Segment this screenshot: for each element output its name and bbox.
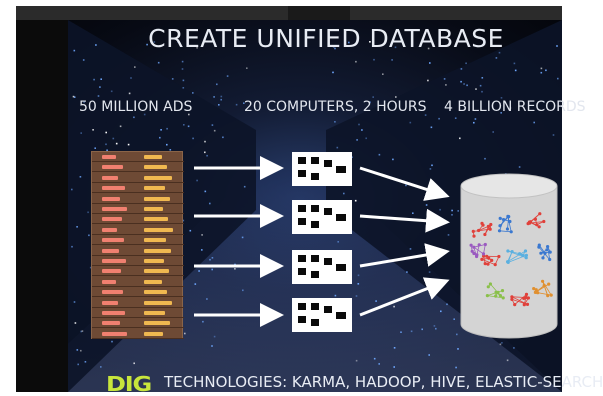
graph-node — [487, 257, 490, 260]
screenshot-frame: CREATE UNIFIED DATABASE 50 MILLION ADS 2… — [0, 0, 571, 395]
computer-icon — [292, 298, 352, 332]
graph-node — [535, 223, 538, 226]
arrow-icon — [360, 282, 444, 315]
arrow-icon — [360, 168, 444, 195]
graph-node — [484, 243, 487, 246]
graph-node — [496, 291, 499, 294]
graph-node — [534, 218, 537, 221]
dig-logo: DIG — [106, 372, 151, 396]
graph-node — [490, 259, 493, 262]
graph-node — [526, 303, 529, 306]
graph-node — [487, 225, 490, 228]
graph-node — [506, 249, 509, 252]
graph-node — [524, 249, 527, 252]
graph-node — [522, 297, 525, 300]
arrow-icon — [360, 252, 444, 266]
graph-node — [541, 280, 544, 283]
graph-node — [510, 230, 513, 233]
graph-node — [545, 248, 548, 251]
database-cylinder-icon — [459, 172, 559, 340]
graph-node — [499, 294, 502, 297]
graph-node — [538, 212, 541, 215]
graph-node — [548, 258, 551, 261]
graph-node — [543, 252, 546, 255]
graph-node — [480, 222, 483, 225]
graph-node — [472, 235, 475, 238]
graph-node — [470, 244, 473, 247]
graph-node — [546, 245, 549, 248]
graph-node — [532, 287, 535, 290]
graph-node — [489, 228, 492, 231]
graph-node — [513, 303, 516, 306]
computer-icon — [292, 200, 352, 234]
graph-node — [486, 294, 489, 297]
graph-node — [511, 250, 514, 253]
graph-node — [497, 255, 500, 258]
graph-node — [542, 220, 545, 223]
graph-node — [510, 295, 513, 298]
graph-node — [538, 244, 541, 247]
graph-node — [489, 282, 492, 285]
computer-icon — [292, 152, 352, 186]
graph-node — [521, 254, 524, 257]
graph-node — [543, 284, 546, 287]
graph-node — [480, 258, 483, 261]
graph-node — [472, 252, 475, 255]
graph-node — [546, 294, 549, 297]
graph-node — [550, 294, 553, 297]
graph-node — [508, 220, 511, 223]
graph-node — [477, 229, 480, 232]
graph-node — [539, 252, 542, 255]
graph-node — [501, 289, 504, 292]
arrow-icon — [360, 216, 444, 222]
graph-node — [525, 293, 528, 296]
graph-node — [475, 255, 478, 258]
graph-node — [498, 229, 501, 232]
graph-node — [528, 222, 531, 225]
graph-node — [484, 262, 487, 265]
graph-node — [487, 285, 490, 288]
graph-node — [523, 303, 526, 306]
graph-node — [502, 296, 505, 299]
graph-node — [499, 217, 502, 220]
topbar-notch — [288, 6, 350, 20]
graph-node — [549, 251, 552, 254]
graph-node — [538, 225, 541, 228]
graph-node — [472, 230, 475, 233]
graph-node — [486, 263, 489, 266]
graph-node — [536, 291, 539, 294]
graph-node — [525, 256, 528, 259]
technologies-caption: TECHNOLOGIES: KARMA, HADOOP, HIVE, ELAST… — [164, 373, 603, 391]
graph-node — [541, 256, 544, 259]
graph-node — [472, 246, 475, 249]
graph-node — [507, 215, 510, 218]
graph-node — [483, 233, 486, 236]
window-topbar — [16, 6, 562, 20]
computer-icon — [292, 250, 352, 284]
graph-node — [498, 224, 501, 227]
graph-node — [502, 218, 505, 221]
graph-node — [482, 252, 485, 255]
graph-node — [518, 252, 521, 255]
graph-node — [507, 261, 510, 264]
graph-node — [478, 243, 481, 246]
slide: CREATE UNIFIED DATABASE 50 MILLION ADS 2… — [16, 20, 562, 392]
graph-node — [506, 227, 509, 230]
graph-node — [547, 283, 550, 286]
graph-node — [494, 295, 497, 298]
graph-node — [494, 263, 497, 266]
